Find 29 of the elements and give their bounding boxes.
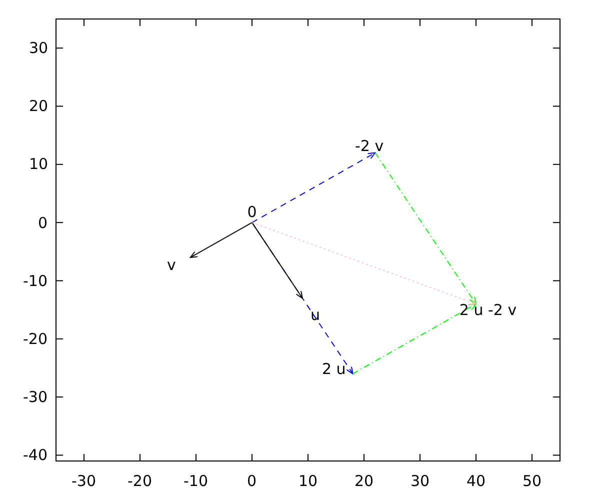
tick-label: 40 bbox=[466, 472, 486, 490]
tick-label: -20 bbox=[128, 472, 152, 490]
tick-label: 0 bbox=[247, 472, 257, 490]
vector-arrow bbox=[252, 222, 303, 299]
tick-label: -10 bbox=[184, 472, 208, 490]
tick-label: -20 bbox=[23, 330, 48, 348]
vector-arrow bbox=[252, 222, 476, 305]
point-label: -2 v bbox=[355, 139, 391, 153]
tick-label: 0 bbox=[38, 214, 48, 232]
tick-label: -30 bbox=[23, 388, 48, 406]
tick-label: 30 bbox=[410, 472, 430, 490]
tick-label: -10 bbox=[23, 272, 48, 290]
tick-label: 50 bbox=[522, 472, 542, 490]
point-label: 2 u bbox=[322, 360, 353, 378]
point-label: 2 u -2 v bbox=[456, 302, 520, 319]
tick-label: 10 bbox=[298, 472, 318, 490]
tick-label: 10 bbox=[29, 155, 48, 174]
vector-arrow bbox=[352, 303, 476, 374]
vector-arrow bbox=[252, 152, 376, 224]
point-label: u bbox=[302, 300, 320, 324]
tick-label: 30 bbox=[29, 39, 48, 58]
tick-label: -40 bbox=[23, 446, 48, 464]
vector-arrow bbox=[190, 222, 252, 258]
tick-label: 20 bbox=[354, 472, 374, 490]
tick-label: -30 bbox=[72, 472, 96, 490]
point-label: v bbox=[167, 256, 190, 274]
tick-label: 20 bbox=[29, 97, 48, 116]
vector-arrow bbox=[374, 152, 476, 304]
point-label: 0 bbox=[244, 203, 260, 222]
